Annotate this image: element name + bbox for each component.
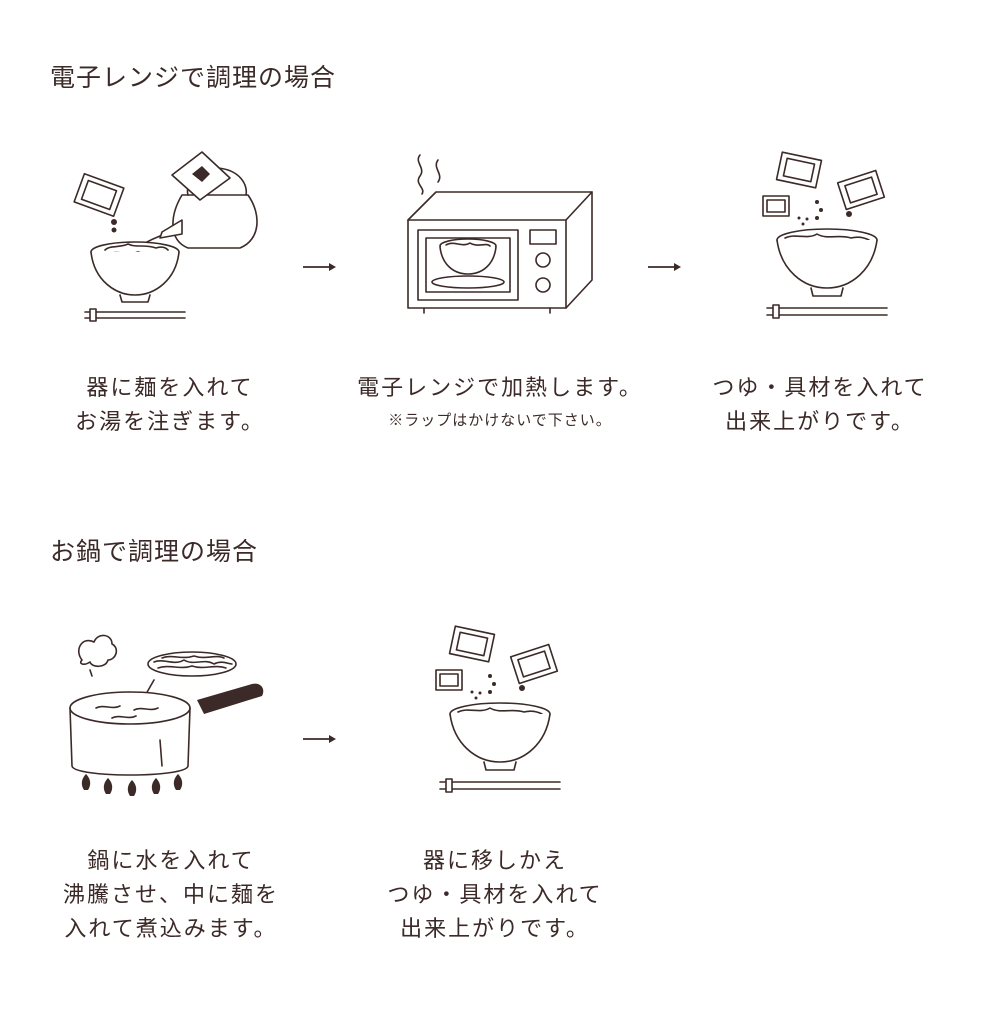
- arrow-right-icon: [303, 263, 336, 271]
- caption-line: 沸騰させ、中に麺を: [62, 883, 279, 909]
- step-caption-3: つゆ・具材を入れて 出来上がりです。: [700, 372, 940, 440]
- caption-line: お湯を注ぎます。: [75, 410, 265, 436]
- caption-line: 鍋に水を入れて: [87, 849, 255, 874]
- caption-line: つゆ・具材を入れて: [712, 376, 928, 401]
- bowl-toppings-icon: [428, 622, 578, 802]
- step-caption-2: 電子レンジで加熱します。 ※ラップはかけないで下さい。: [350, 372, 650, 435]
- microwave-icon: [400, 150, 600, 320]
- caption-line: 出来上がりです。: [400, 917, 590, 943]
- caption-line: 入れて煮込みます。: [64, 917, 278, 943]
- section-title-pot: お鍋で調理の場合: [50, 537, 259, 566]
- step-caption-1: 器に麺を入れて お湯を注ぎます。: [50, 372, 290, 440]
- arrow-right-icon: [303, 735, 336, 743]
- pot-stove-icon: [62, 630, 277, 805]
- caption-line: 電子レンジで加熱します。: [357, 376, 643, 401]
- caption-line: 器に麺を入れて: [86, 376, 254, 401]
- caption-line: つゆ・具材を入れて: [387, 883, 603, 909]
- caption-line: 器に移しかえ: [422, 849, 567, 874]
- pot-step-caption-2: 器に移しかえ つゆ・具材を入れて 出来上がりです。: [370, 845, 620, 947]
- caption-line: 出来上がりです。: [725, 410, 915, 436]
- bowl-kettle-icon: [70, 140, 270, 330]
- pot-step-caption-1: 鍋に水を入れて 沸騰させ、中に麺を 入れて煮込みます。: [40, 845, 302, 947]
- arrow-right-icon: [648, 263, 681, 271]
- bowl-toppings-icon: [755, 148, 905, 328]
- caption-note: ※ラップはかけないで下さい。: [388, 411, 612, 430]
- section-title-microwave: 電子レンジで調理の場合: [50, 63, 337, 92]
